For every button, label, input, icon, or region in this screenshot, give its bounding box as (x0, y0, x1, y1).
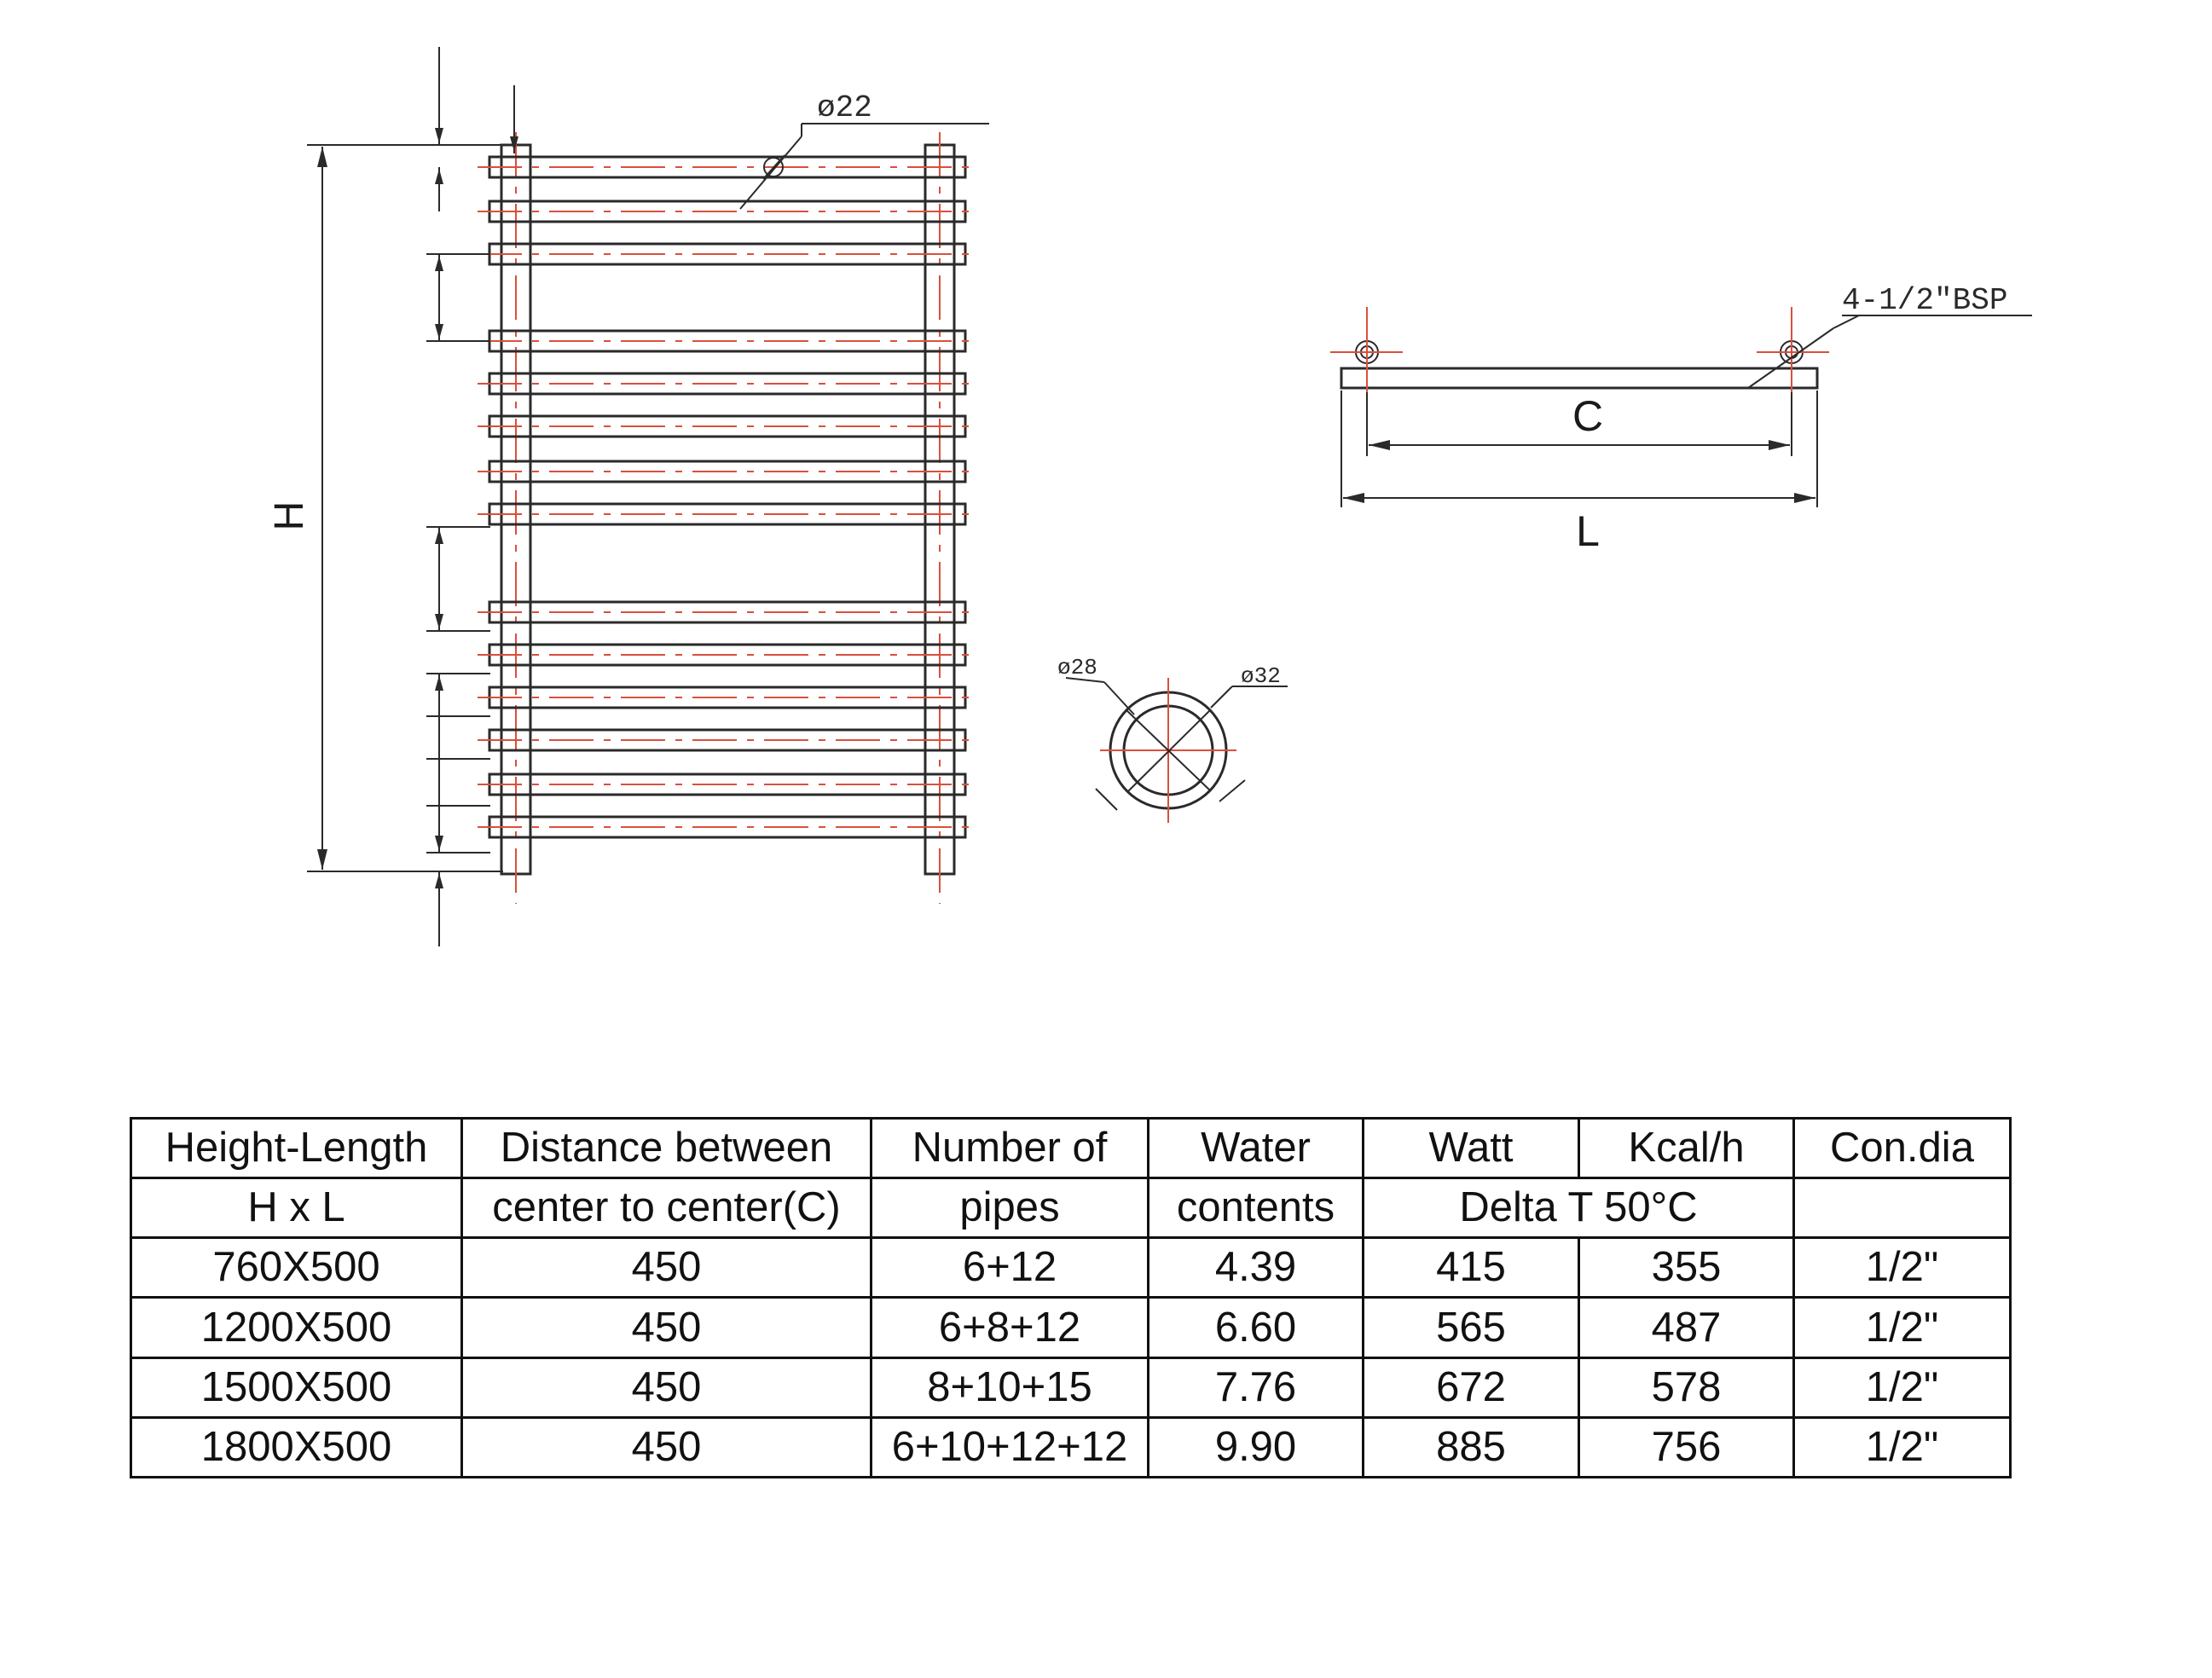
dimension-arrow (435, 529, 443, 544)
header-row-1: Height-Length Distance between Number of… (130, 1116, 2012, 1180)
cell-kcal: 355 (1578, 1236, 1795, 1299)
cell-water-contents: 4.39 (1147, 1236, 1364, 1299)
col-header-kcal: Kcal/h (1578, 1116, 1795, 1180)
pipe-section-view: ø28 ø32 (1057, 655, 1288, 823)
cell-center-distance: 450 (460, 1356, 872, 1419)
cell-kcal: 756 (1578, 1415, 1795, 1479)
spec-table: Height-Length Distance between Number of… (130, 1116, 2012, 1479)
dimension-arrow (435, 169, 443, 184)
dimension-arrow (435, 836, 443, 851)
cell-pipes: 8+10+15 (870, 1356, 1149, 1419)
pipe-diameter-label: ø22 (817, 90, 872, 125)
cell-center-distance: 450 (460, 1236, 872, 1299)
cell-con-dia: 1/2" (1792, 1356, 2012, 1419)
rail-spacing-dimensions (426, 47, 518, 946)
cell-watt: 885 (1362, 1415, 1580, 1479)
col-header-water: Water (1147, 1116, 1364, 1180)
center-dimension-label: C (1572, 392, 1603, 440)
cell-watt: 415 (1362, 1236, 1580, 1299)
cell-con-dia: 1/2" (1792, 1236, 2012, 1299)
cell-size: 760X500 (130, 1236, 463, 1299)
cell-pipes: 6+8+12 (870, 1296, 1149, 1359)
col-subheader-center: center to center(C) (460, 1177, 872, 1240)
col-header-distance: Distance between (460, 1116, 872, 1180)
dimension-arrow (510, 136, 518, 152)
cell-size: 1200X500 (130, 1296, 463, 1359)
cell-center-distance: 450 (460, 1415, 872, 1479)
col-subheader-delta: Delta T 50°C (1362, 1177, 1795, 1240)
length-dimension-label: L (1576, 507, 1600, 555)
cell-water-contents: 7.76 (1147, 1356, 1364, 1419)
cell-con-dia: 1/2" (1792, 1296, 2012, 1359)
top-view: 4-1/2"BSP C L (1330, 283, 2032, 555)
col-header-watt: Watt (1362, 1116, 1580, 1180)
col-header-height-length: Height-Length (130, 1116, 463, 1180)
dimension-arrow (435, 873, 443, 888)
cell-pipes: 6+10+12+12 (870, 1415, 1149, 1479)
cell-pipes: 6+12 (870, 1236, 1149, 1299)
section-inner-diameter-label: ø28 (1057, 655, 1097, 680)
col-subheader-pipes: pipes (870, 1177, 1149, 1240)
cell-center-distance: 450 (460, 1296, 872, 1359)
cell-size: 1800X500 (130, 1415, 463, 1479)
height-label: H (267, 501, 312, 531)
dimension-arrow (435, 128, 443, 143)
front-view: H ø22 (267, 47, 989, 946)
connection-label: 4-1/2"BSP (1842, 283, 2007, 318)
dimension-arrow (435, 256, 443, 271)
cell-con-dia: 1/2" (1792, 1415, 2012, 1479)
col-header-condia: Con.dia (1792, 1116, 2012, 1180)
col-subheader-empty (1792, 1177, 2012, 1240)
header-row-2: H x L center to center(C) pipes contents… (130, 1177, 2012, 1240)
col-subheader-contents: contents (1147, 1177, 1364, 1240)
cell-kcal: 487 (1578, 1296, 1795, 1359)
col-header-pipes: Number of (870, 1116, 1149, 1180)
cell-kcal: 578 (1578, 1356, 1795, 1419)
dimension-arrow (435, 324, 443, 339)
top-view-body (1340, 367, 1819, 390)
dimension-arrow (435, 675, 443, 691)
dimension-arrow (435, 614, 443, 629)
cell-watt: 565 (1362, 1296, 1580, 1359)
horizontal-rails (478, 155, 979, 839)
col-subheader-hxl: H x L (130, 1177, 463, 1240)
cell-water-contents: 9.90 (1147, 1415, 1364, 1479)
section-outer-diameter-label: ø32 (1241, 663, 1281, 689)
cell-watt: 672 (1362, 1356, 1580, 1419)
cell-size: 1500X500 (130, 1356, 463, 1419)
cell-water-contents: 6.60 (1147, 1296, 1364, 1359)
